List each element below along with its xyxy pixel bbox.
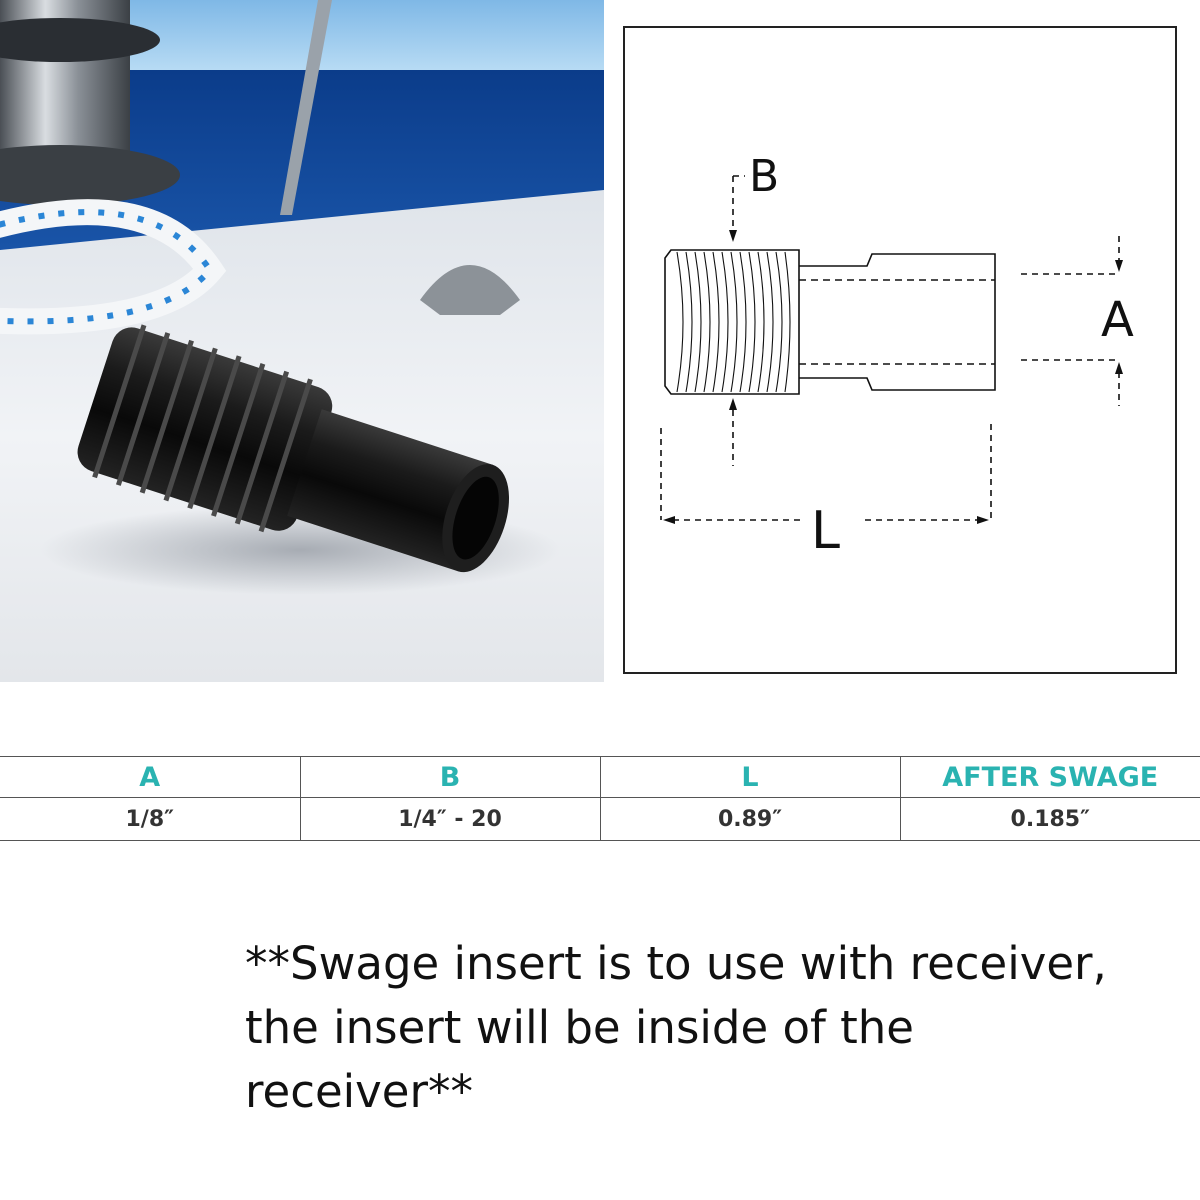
header-b: B <box>299 756 601 798</box>
arrow-b-top <box>729 230 737 242</box>
product-photo <box>0 0 604 682</box>
arrow-b-bottom <box>729 398 737 410</box>
thread-lines <box>676 251 791 393</box>
dimensions-table: A B L AFTER SWAGE 1/8″ 1/4″ - 20 0.89″ 0… <box>0 756 1200 841</box>
table-row: 1/8″ 1/4″ - 20 0.89″ 0.185″ <box>0 797 1200 841</box>
technical-drawing: B A L <box>660 151 1134 561</box>
header-after-swage: AFTER SWAGE <box>899 756 1200 798</box>
label-a: A <box>1101 292 1134 348</box>
dimension-b <box>732 175 745 466</box>
usage-note: **Swage insert is to use with receiver, … <box>245 937 1107 1118</box>
barrel-outline <box>799 253 996 391</box>
arrow-a-top <box>1115 260 1123 272</box>
dimension-l <box>660 424 992 521</box>
table-header-row: A B L AFTER SWAGE <box>0 756 1200 798</box>
header-l: L <box>599 756 901 798</box>
arrow-l-right <box>977 516 989 524</box>
technical-drawing-frame: B A L <box>623 26 1177 674</box>
value-b: 1/4″ - 20 <box>299 797 601 841</box>
threaded-head-outline <box>664 249 800 395</box>
value-a: 1/8″ <box>0 797 301 841</box>
arrow-a-bottom <box>1115 362 1123 374</box>
label-b: B <box>749 151 779 202</box>
value-after-swage: 0.185″ <box>899 797 1200 841</box>
header-a: A <box>0 756 301 798</box>
label-l: L <box>811 501 840 561</box>
bore-hidden-lines <box>799 279 995 365</box>
value-l: 0.89″ <box>599 797 901 841</box>
arrow-l-left <box>663 516 675 524</box>
